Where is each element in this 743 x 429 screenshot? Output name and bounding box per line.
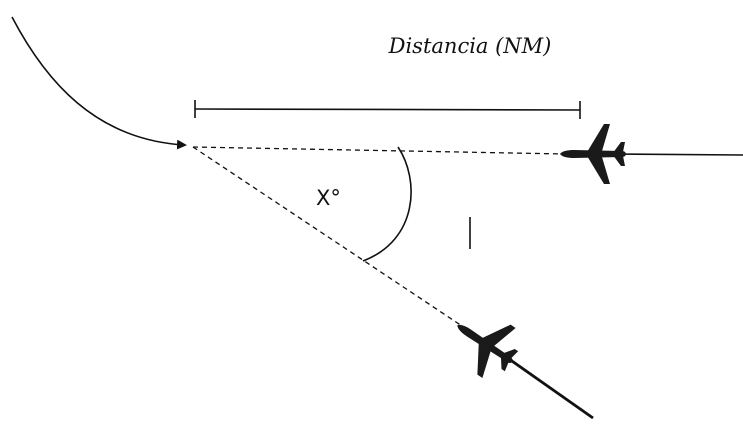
aircraft-icon — [560, 124, 626, 184]
distance-dimension-bar — [194, 100, 581, 119]
dashed-line-horizontal — [192, 146, 566, 155]
distance-label: Distancia (NM) — [388, 34, 552, 58]
aircraft-icon — [440, 300, 529, 387]
dashed-line-diagonal — [192, 146, 463, 327]
curved-approach-arrow — [11, 16, 187, 150]
angle-arc — [362, 146, 412, 262]
track-line-right — [611, 153, 743, 156]
angle-label: X° — [316, 186, 341, 210]
